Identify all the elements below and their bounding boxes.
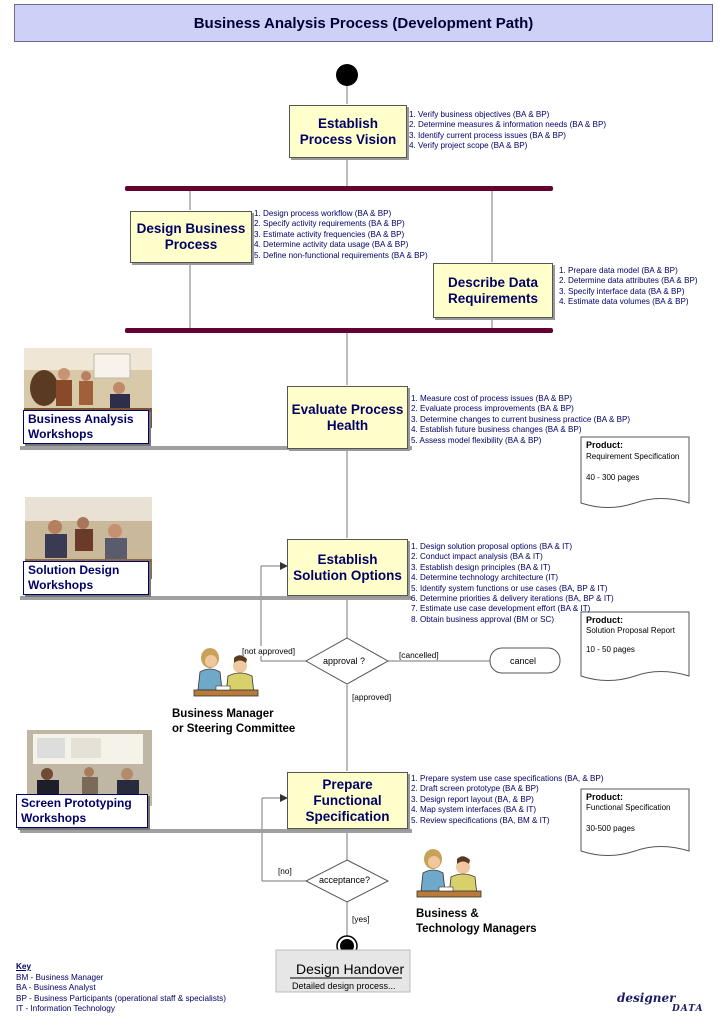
workshop-label-solution: Solution Design Workshops bbox=[23, 561, 149, 595]
note-line: 5. Identify system functions or use case… bbox=[411, 583, 608, 593]
notes-spec: 1. Prepare system use case specification… bbox=[411, 774, 604, 826]
note-line: 7. Estimate use case development effort … bbox=[411, 604, 591, 614]
product-requirement-shape bbox=[580, 436, 690, 508]
activity-evaluate-health: Evaluate Process Health bbox=[287, 386, 408, 449]
notes-data: 1. Prepare data model (BA & BP) 2. Deter… bbox=[559, 266, 698, 308]
start-node bbox=[336, 64, 358, 86]
workshop-label-prototype: Screen Prototyping Workshops bbox=[16, 794, 148, 828]
product-functional-shape bbox=[580, 788, 690, 856]
note-line: 5. Review specifications (BA, BM & IT) bbox=[411, 815, 550, 825]
logo-data: DATA bbox=[672, 1004, 704, 1014]
workshop-label-ba: Business Analysis Workshops bbox=[23, 410, 149, 444]
key-legend: Key BM - Business Manager BA - Business … bbox=[16, 962, 226, 1015]
note-line: 1. Design solution proposal options (BA … bbox=[411, 542, 573, 551]
notes-options: 1. Design solution proposal options (BA … bbox=[411, 542, 614, 625]
guard-cancelled: [cancelled] bbox=[398, 650, 440, 660]
note-line: 8. Obtain business approval (BM or SC) bbox=[411, 614, 555, 624]
product-label: Product: bbox=[586, 440, 623, 450]
product-requirement: Product: Requirement Specification 40 - … bbox=[586, 440, 686, 482]
note-line: 1. Prepare data model (BA & BP) bbox=[559, 266, 678, 275]
guard-not-approved: [not approved] bbox=[241, 646, 297, 656]
note-line: 1. Design process workflow (BA & BP) bbox=[254, 209, 392, 218]
product-proposal: Product: Solution Proposal Report 10 - 5… bbox=[586, 615, 686, 654]
key-item: IT - Information Technology bbox=[16, 1004, 115, 1014]
sync-bar-fork bbox=[125, 186, 553, 191]
note-line: 2. Specify activity requirements (BA & B… bbox=[254, 219, 405, 229]
technology-managers-illustration bbox=[413, 847, 483, 903]
product-pages: 10 - 50 pages bbox=[586, 645, 635, 654]
acceptance-label: acceptance? bbox=[319, 875, 371, 885]
handover-subtitle: Detailed design process... bbox=[292, 981, 396, 991]
cancel-label: cancel bbox=[510, 656, 537, 666]
note-line: 3. Establish design principles (BA & IT) bbox=[411, 562, 551, 572]
guard-yes: [yes] bbox=[351, 914, 371, 924]
note-line: 3. Determine changes to current business… bbox=[411, 414, 631, 424]
note-line: 1. Verify business objectives (BA & BP) bbox=[409, 110, 550, 119]
note-line: 4. Map system interfaces (BA & IT) bbox=[411, 805, 537, 815]
key-title: Key bbox=[16, 962, 32, 971]
key-item: BA - Business Analyst bbox=[16, 983, 96, 993]
product-name: Requirement Specification bbox=[586, 452, 680, 461]
notes-vision: 1. Verify business objectives (BA & BP) … bbox=[409, 110, 606, 152]
note-line: 3. Specify interface data (BA & BP) bbox=[559, 286, 685, 296]
product-name: Functional Specification bbox=[586, 803, 671, 812]
note-line: 4. Determine technology architecture (IT… bbox=[411, 573, 559, 583]
product-label: Product: bbox=[586, 792, 623, 802]
notes-health: 1. Measure cost of process issues (BA & … bbox=[411, 394, 630, 446]
note-line: 2. Evaluate process improvements (BA & B… bbox=[411, 404, 574, 414]
product-functional: Product: Functional Specification 30-500… bbox=[586, 792, 686, 833]
sync-bar-join bbox=[125, 328, 553, 333]
note-line: 1. Measure cost of process issues (BA & … bbox=[411, 394, 573, 403]
note-line: 6. Determine priorities & delivery itera… bbox=[411, 593, 614, 603]
note-line: 5. Define non-functional requirements (B… bbox=[254, 250, 428, 260]
note-line: 1. Prepare system use case specification… bbox=[411, 774, 604, 783]
note-line: 4. Establish future business changes (BA… bbox=[411, 425, 582, 435]
note-line: 4. Verify project scope (BA & BP) bbox=[409, 141, 528, 151]
notes-design: 1. Design process workflow (BA & BP) 2. … bbox=[254, 209, 428, 261]
product-name: Solution Proposal Report bbox=[586, 626, 675, 635]
note-line: 2. Determine measures & information need… bbox=[409, 120, 607, 130]
note-line: 4. Estimate data volumes (BA & BP) bbox=[559, 297, 689, 307]
handover-box bbox=[275, 949, 411, 993]
product-pages: 40 - 300 pages bbox=[586, 473, 640, 482]
key-item: BM - Business Manager bbox=[16, 972, 104, 982]
business-manager-illustration bbox=[190, 646, 260, 702]
product-proposal-shape bbox=[580, 611, 690, 681]
actor-technology-managers: Business & Technology Managers bbox=[416, 908, 537, 935]
approval-decision bbox=[304, 637, 390, 685]
note-line: 3. Identify current process issues (BA &… bbox=[409, 130, 566, 140]
guard-no: [no] bbox=[277, 866, 293, 876]
product-pages: 30-500 pages bbox=[586, 824, 635, 833]
logo-designer: designer bbox=[617, 991, 676, 1005]
activity-establish-options: Establish Solution Options bbox=[287, 539, 408, 596]
actor-business-manager: Business Manager or Steering Committee bbox=[172, 708, 296, 735]
approval-label: approval ? bbox=[323, 656, 366, 666]
workshop-photo-prototype bbox=[27, 730, 152, 806]
activity-describe-data: Describe Data Requirements bbox=[433, 263, 553, 318]
key-item: BP - Business Participants (operational … bbox=[16, 993, 226, 1003]
note-line: 3. Design report layout (BA, & BP) bbox=[411, 794, 534, 804]
activity-design-process: Design Business Process bbox=[130, 211, 252, 263]
activity-establish-vision: Establish Process Vision bbox=[289, 105, 407, 158]
note-line: 2. Determine data attributes (BA & BP) bbox=[559, 276, 698, 286]
note-line: 4. Determine activity data usage (BA & B… bbox=[254, 240, 409, 250]
cancel-terminator bbox=[489, 647, 561, 674]
activity-prepare-spec: Prepare Functional Specification bbox=[287, 772, 408, 829]
note-line: 2. Draft screen prototype (BA & BP) bbox=[411, 784, 539, 794]
note-line: 3. Estimate activity frequencies (BA & B… bbox=[254, 229, 405, 239]
page-title: Business Analysis Process (Development P… bbox=[14, 4, 713, 42]
handover-title: Design Handover bbox=[296, 961, 405, 977]
acceptance-decision bbox=[304, 859, 390, 903]
guard-approved: [approved] bbox=[351, 692, 393, 702]
note-line: 5. Assess model flexibility (BA & BP) bbox=[411, 435, 542, 445]
product-label: Product: bbox=[586, 615, 623, 625]
note-line: 2. Conduct impact analysis (BA & IT) bbox=[411, 552, 543, 562]
